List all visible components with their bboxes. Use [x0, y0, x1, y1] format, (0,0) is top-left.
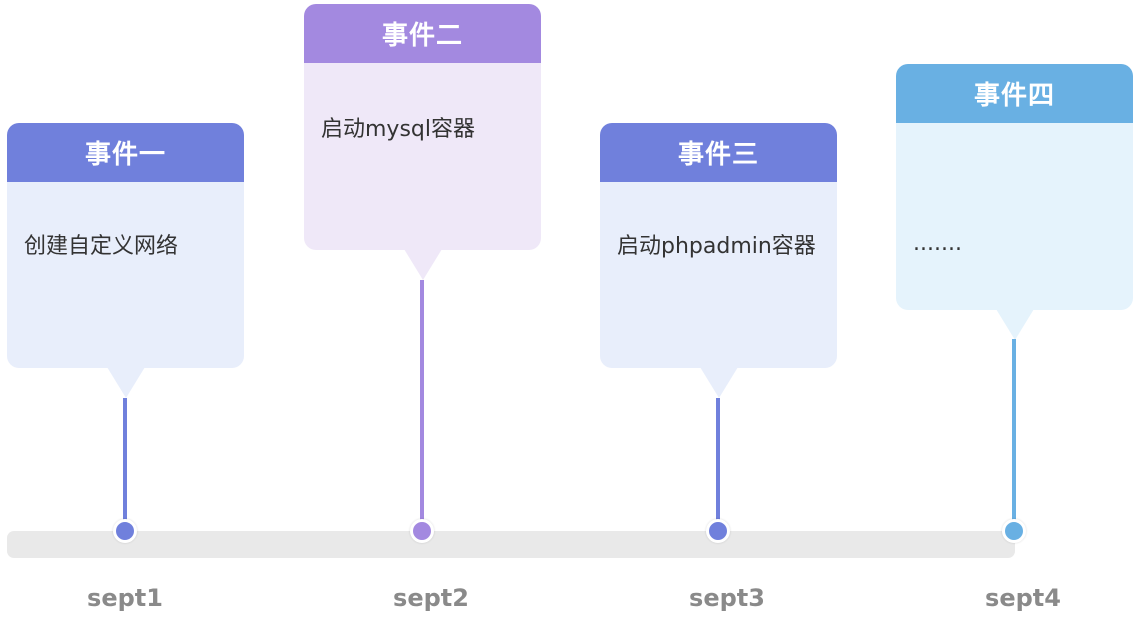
event-card-3-pointer — [699, 367, 738, 398]
timeline-dot-3 — [706, 519, 730, 543]
event-stem-4 — [1012, 339, 1016, 531]
event-stem-3 — [716, 398, 720, 531]
event-card-4-title: 事件四 — [896, 64, 1133, 123]
event-card-3-body: 启动phpadmin容器 — [600, 182, 837, 398]
date-label-4: sept4 — [985, 584, 1061, 612]
event-card-1-text: 创建自定义网络 — [24, 234, 179, 259]
timeline-dot-1 — [113, 519, 137, 543]
event-card-2: 事件二 启动mysql容器 — [304, 4, 541, 280]
date-label-1: sept1 — [87, 584, 163, 612]
event-card-4-pointer — [995, 309, 1034, 340]
timeline-dot-4 — [1002, 519, 1026, 543]
event-card-2-title: 事件二 — [304, 4, 541, 63]
event-card-1-body: 创建自定义网络 — [7, 182, 244, 398]
event-card-2-pointer — [403, 249, 442, 280]
event-stem-1 — [123, 398, 127, 531]
event-card-1-pointer — [106, 367, 145, 398]
event-stem-2 — [420, 280, 424, 531]
event-card-4-text: ....... — [913, 231, 962, 256]
event-card-2-body: 启动mysql容器 — [304, 63, 541, 280]
event-card-4: 事件四 ....... — [896, 64, 1133, 340]
timeline-dot-2 — [410, 519, 434, 543]
event-card-4-body: ....... — [896, 123, 1133, 340]
event-card-3: 事件三 启动phpadmin容器 — [600, 123, 837, 398]
event-card-1-title: 事件一 — [7, 123, 244, 182]
event-card-3-text: 启动phpadmin容器 — [617, 234, 816, 259]
event-card-2-text: 启动mysql容器 — [321, 117, 475, 142]
timeline-track — [7, 531, 1015, 558]
date-label-3: sept3 — [689, 584, 765, 612]
event-card-3-title: 事件三 — [600, 123, 837, 182]
event-card-1: 事件一 创建自定义网络 — [7, 123, 244, 398]
date-label-2: sept2 — [393, 584, 469, 612]
